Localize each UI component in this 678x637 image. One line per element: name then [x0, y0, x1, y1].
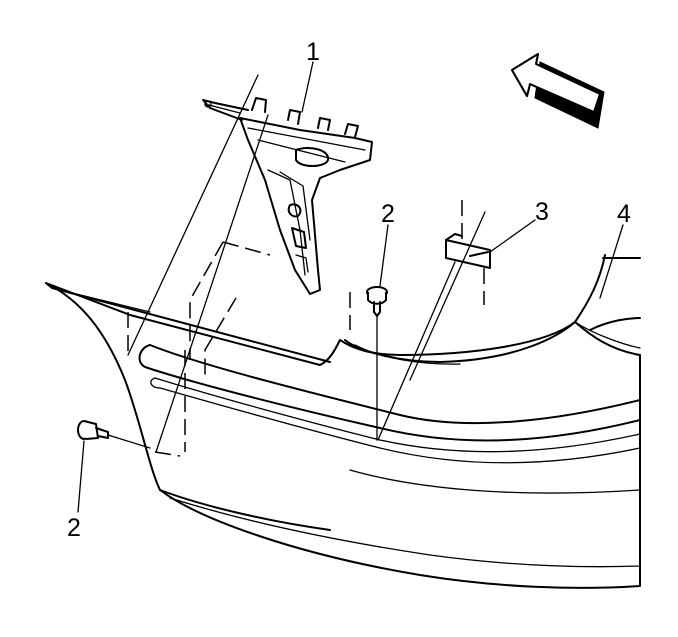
push-pin-fastener-bottom — [77, 420, 109, 440]
callout-3: 3 — [535, 198, 549, 226]
callout-2-bottom: 2 — [67, 514, 81, 542]
callout-1: 1 — [306, 38, 320, 66]
front-direction-arrow-icon — [511, 53, 605, 129]
clip-part-3 — [445, 233, 491, 269]
bracket-part-1 — [202, 97, 373, 295]
push-pin-fastener-top — [366, 286, 388, 317]
bumper-fascia — [45, 254, 641, 589]
callout-2-top: 2 — [381, 200, 395, 228]
callout-leaders — [77, 61, 624, 513]
callout-4: 4 — [617, 200, 631, 228]
assembly-guide-lines — [107, 74, 486, 457]
